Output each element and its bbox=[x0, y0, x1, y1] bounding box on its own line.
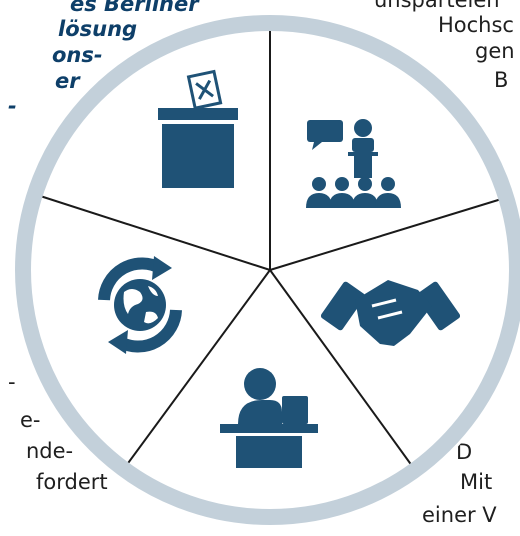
globe-cycle-icon bbox=[98, 256, 182, 354]
person-body bbox=[238, 400, 282, 424]
cycle-arrowhead-bottom bbox=[108, 330, 128, 354]
podium bbox=[354, 156, 372, 178]
speaker-body bbox=[352, 138, 374, 152]
divider-line bbox=[269, 269, 416, 471]
text-fragment: - bbox=[8, 370, 16, 394]
monitor bbox=[282, 396, 308, 424]
text-fragment: Hochsc bbox=[438, 13, 514, 37]
ballot-box-body bbox=[162, 124, 234, 188]
text-fragment: ons- bbox=[52, 43, 103, 67]
text-fragment: es Berliner bbox=[70, 0, 199, 16]
person-head bbox=[244, 368, 276, 400]
person-at-desk-icon bbox=[220, 368, 318, 468]
ballot-box-lid bbox=[158, 108, 238, 120]
text-fragment: fordert bbox=[36, 470, 108, 494]
text-fragment: ünsparteien bbox=[374, 0, 500, 12]
left-cuff bbox=[320, 281, 366, 331]
wheel-dividers bbox=[33, 22, 509, 471]
desk-front bbox=[236, 436, 302, 468]
ballot-box-icon bbox=[158, 69, 238, 188]
lecture-audience-icon bbox=[306, 119, 401, 208]
ballot-cross bbox=[195, 79, 214, 100]
audience bbox=[306, 177, 401, 208]
text-fragment: nde- bbox=[26, 439, 74, 463]
podium-top bbox=[348, 152, 378, 156]
speaker-head bbox=[354, 119, 372, 137]
text-fragment: D bbox=[456, 440, 473, 464]
globe-continents bbox=[123, 286, 158, 324]
cycle-arrow-top bbox=[98, 257, 163, 301]
text-fragment: er bbox=[55, 69, 80, 93]
text-fragment: lösung bbox=[58, 17, 138, 41]
text-fragment: Mit bbox=[460, 470, 493, 494]
divider-line bbox=[33, 193, 271, 271]
text-fragment: gen bbox=[475, 39, 515, 63]
text-fragment: B bbox=[494, 68, 509, 92]
divider-line bbox=[269, 196, 509, 271]
finger-lines bbox=[371, 298, 403, 320]
speech-bubble-tail bbox=[312, 142, 322, 150]
globe bbox=[114, 279, 166, 331]
wheel-ring bbox=[15, 15, 520, 525]
wheel-background bbox=[12, 12, 520, 528]
cycle-arrowhead-top bbox=[152, 256, 172, 280]
desk-top bbox=[220, 424, 318, 433]
text-fragment: einer V bbox=[422, 503, 497, 527]
handshake-icon bbox=[320, 280, 461, 346]
text-fragment: - bbox=[8, 94, 17, 118]
right-cuff bbox=[415, 281, 461, 331]
speech-bubble bbox=[307, 120, 343, 142]
text-fragment: e- bbox=[20, 408, 41, 432]
divider-line bbox=[122, 269, 271, 471]
cycle-arrow-bottom bbox=[117, 309, 182, 353]
